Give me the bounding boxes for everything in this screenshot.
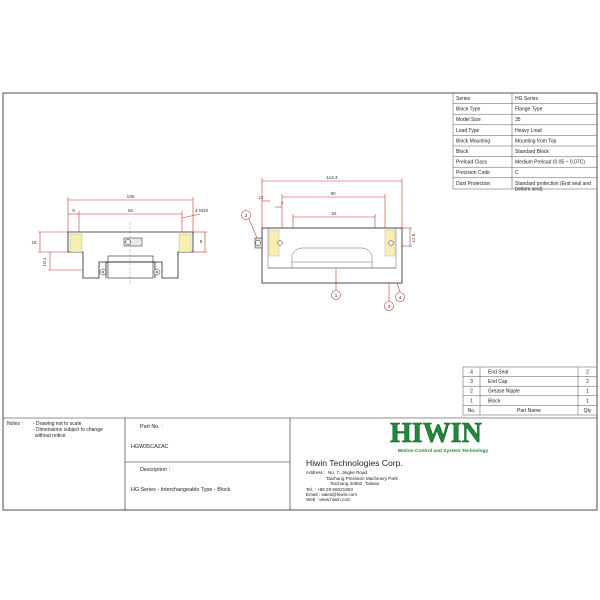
company-email: Email : sales@hiwin.com: [306, 492, 357, 497]
address-line1: No. 7, Jingke Road: [328, 470, 368, 475]
svg-text:9: 9: [72, 208, 75, 213]
svg-text:2: 2: [245, 213, 248, 218]
hiwin-tagline: Motion Control and System Technology: [398, 448, 489, 454]
address-line2: Taichung Precision Machinery Park: [326, 476, 398, 481]
svg-text:10.1: 10.1: [42, 257, 47, 266]
parts-header-name: Part Name: [517, 408, 541, 414]
balloon-2: [241, 210, 251, 220]
spec-value: Flange Type: [515, 107, 543, 113]
spec-value: Heavy Load: [515, 128, 542, 134]
grease-nipple-icon: [255, 240, 261, 246]
svg-text:3: 3: [388, 304, 391, 309]
company-tel: Tel. : +86 20 66021803: [306, 487, 353, 492]
notes-label: Notes :: [7, 421, 23, 427]
balloon-1: [331, 290, 341, 300]
spec-value-cont: bottom seal): [515, 186, 543, 192]
svg-text:112.4: 112.4: [326, 175, 338, 180]
balloon-4: [395, 292, 405, 302]
svg-text:18: 18: [31, 240, 37, 245]
part-no-3: 3: [470, 379, 473, 385]
spec-label: Preload Class: [456, 160, 488, 166]
part-qty-1: 1: [586, 398, 589, 404]
part-qty-2: 1: [586, 389, 589, 395]
title-block: Notes : - Drawing not to scale - Dimensi…: [3, 417, 597, 510]
spec-value: Standard Block: [515, 149, 549, 155]
part-name-3: End Cap: [488, 379, 508, 385]
hiwin-logo: HIWIN Motion Control and System Technolo…: [390, 418, 489, 454]
parts-header-no: No.: [468, 408, 476, 414]
svg-text:7: 7: [281, 201, 284, 206]
spec-label: Block Mounting: [456, 138, 490, 144]
svg-text:9: 9: [200, 239, 203, 244]
spec-label: Load Type: [456, 128, 479, 134]
part-qty-4: 2: [586, 370, 589, 376]
spec-value: Medium Preload (0.05 ~ 0.07C): [515, 160, 585, 166]
spec-label: Block Type: [456, 107, 481, 113]
spec-value: Mounting from Top: [515, 138, 557, 144]
svg-text:62: 62: [331, 211, 337, 216]
description-value: HG Series - Interchangeable Type - Block: [131, 487, 231, 493]
side-view: 112.4 80 62 12 7 12.5 1 2 3 4: [241, 175, 416, 311]
spec-label: Dust Protection: [456, 181, 490, 187]
notes-line3: without notice: [35, 433, 66, 439]
description-label: Description :: [140, 467, 170, 473]
spec-label: Series: [456, 96, 471, 102]
spec-label: Block: [456, 149, 469, 155]
spec-value: Standard protection (End seal and: [515, 181, 591, 187]
notes-line2: - Dimensions subject to change: [33, 427, 103, 433]
company-web: Web : www.hiwin.com: [306, 497, 351, 502]
spec-label: Precision Code: [456, 170, 490, 176]
part-name-2: Grease Nipple: [488, 389, 520, 395]
part-no-value: HGW35CAZAC: [131, 444, 169, 450]
svg-text:4-M10: 4-M10: [195, 208, 208, 213]
part-qty-3: 2: [586, 379, 589, 385]
company-name: Hiwin Technologies Corp.: [306, 458, 403, 468]
svg-text:12.5: 12.5: [411, 233, 416, 242]
part-no-label: Part No. :: [140, 424, 163, 430]
svg-text:12: 12: [258, 195, 264, 200]
spec-label: Model Size: [456, 117, 481, 123]
address-label: Address :: [306, 470, 325, 475]
balloon-3: [384, 301, 394, 311]
notes-line1: - Drawing not to scale: [33, 421, 82, 427]
sheet-border: [2, 92, 598, 511]
address-line3: Taichung 40852, Taiwan: [330, 481, 380, 486]
svg-text:1: 1: [335, 293, 338, 298]
part-name-4: End Seal: [488, 370, 508, 376]
part-no-2: 2: [470, 389, 473, 395]
front-view: 100 82 9 4-M10 9 18 10.1: [31, 194, 208, 284]
part-name-1: Block: [488, 398, 501, 404]
svg-text:100: 100: [127, 194, 135, 199]
parts-table: 4 End Seal 2 3 End Cap 2 2 Grease Nipple…: [462, 366, 598, 416]
parts-header-qty: Qty: [584, 408, 592, 414]
spec-value: HG Series: [515, 96, 539, 102]
part-no-1: 1: [470, 398, 473, 404]
spec-value: 35: [515, 117, 521, 123]
part-no-4: 4: [470, 370, 473, 376]
spec-value: C: [515, 170, 519, 176]
svg-text:HIWIN: HIWIN: [390, 418, 482, 449]
svg-text:4: 4: [399, 295, 402, 300]
svg-text:82: 82: [128, 208, 134, 213]
svg-text:80: 80: [330, 191, 336, 196]
